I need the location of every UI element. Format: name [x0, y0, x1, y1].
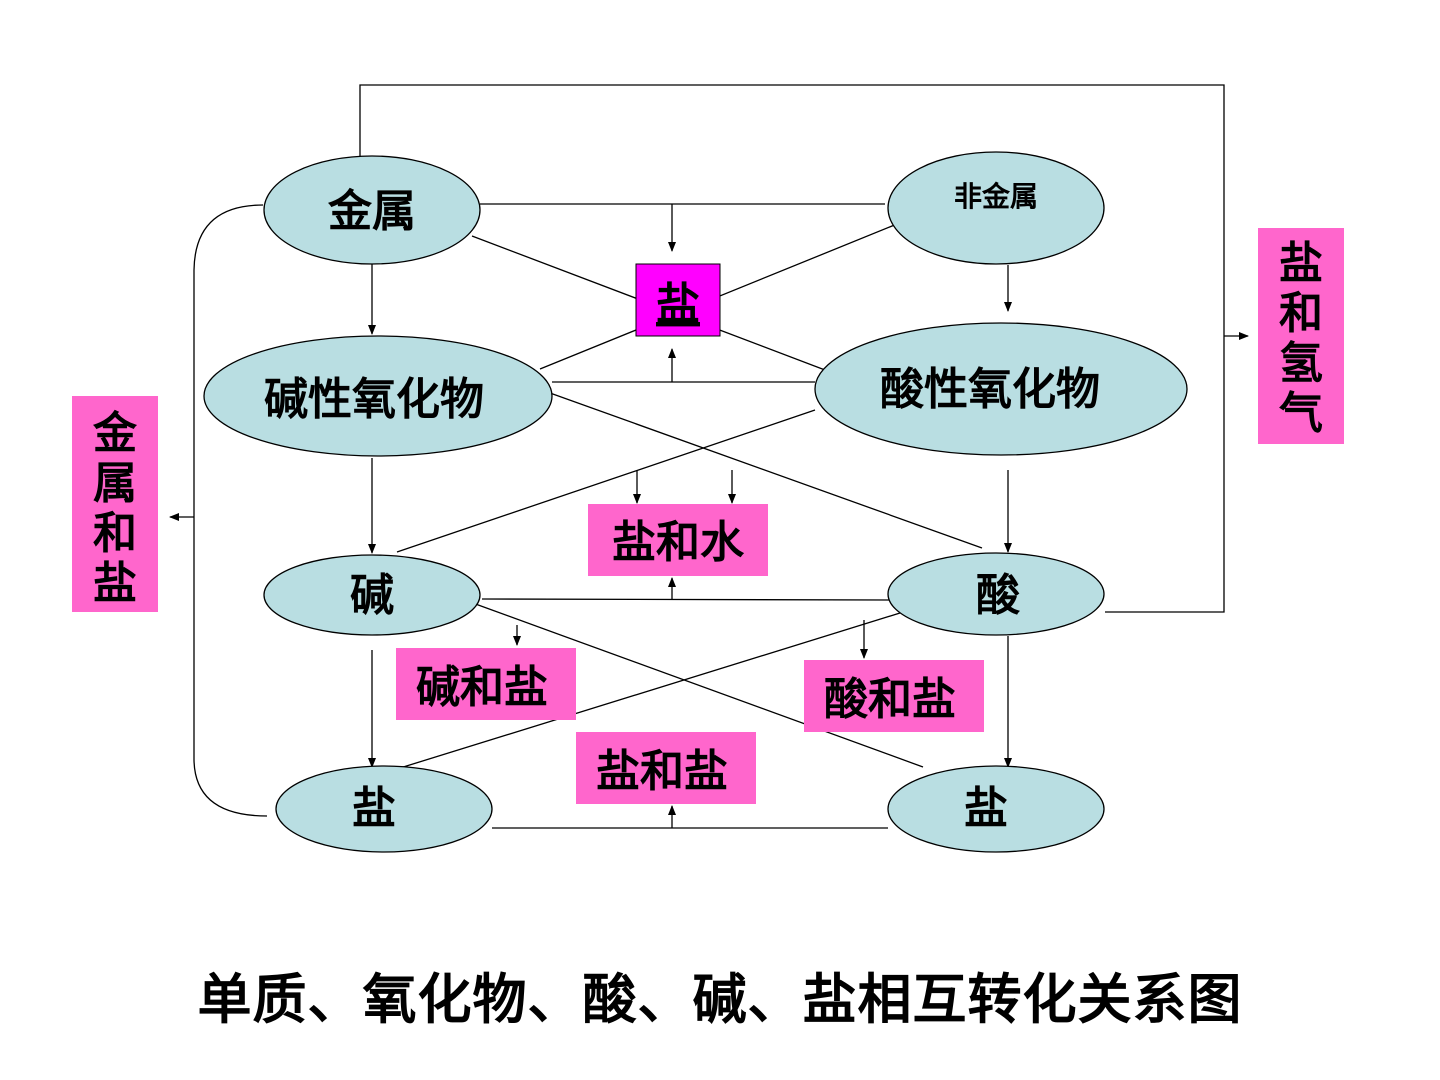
box-metal-salt: 金属和盐 [72, 396, 158, 612]
box-acid-salt-label: 酸和盐 [824, 674, 956, 725]
box-salt-hydrogen-label: 盐和氢气 [1279, 238, 1323, 439]
node-metal-label: 金属 [327, 186, 416, 237]
node-basic-oxide-label: 碱性氧化物 [264, 374, 484, 425]
box-base-salt: 碱和盐 [396, 648, 576, 720]
node-base: 碱 [263, 554, 481, 636]
box-metal-salt-label: 金属和盐 [92, 408, 138, 609]
box-salt-label: 盐 [656, 279, 700, 330]
box-salt-salt: 盐和盐 [576, 732, 756, 804]
node-metal: 金属 [263, 155, 481, 265]
box-salt-salt-label: 盐和盐 [596, 746, 728, 797]
node-salt-right-label: 盐 [964, 783, 1008, 834]
node-base-label: 碱 [350, 570, 394, 621]
node-acidic-oxide-label: 酸性氧化物 [880, 364, 1100, 415]
box-acid-salt: 酸和盐 [804, 660, 984, 732]
node-basic-oxide: 碱性氧化物 [203, 335, 553, 457]
box-salt: 盐 [635, 263, 721, 337]
acid-to-left-salt-line [399, 612, 901, 769]
node-acid-label: 酸 [976, 570, 1021, 621]
base-acid-line [481, 598, 901, 601]
box-salt-hydrogen: 盐和氢气 [1258, 228, 1344, 444]
acidic-oxide-to-base-line [396, 409, 816, 553]
base-to-right-salt-line [469, 601, 924, 768]
metal-acid-loop-line [359, 84, 1225, 613]
box-base-salt-label: 碱和盐 [416, 662, 548, 713]
basic-oxide-to-acid-line [549, 392, 983, 549]
node-acid: 酸 [887, 552, 1105, 636]
diagram-caption: 单质、氧化物、酸、碱、盐相互转化关系图 [197, 967, 1243, 1031]
node-nonmetal: 非金属 [887, 151, 1105, 265]
node-nonmetal-label: 非金属 [954, 180, 1038, 213]
box-salt-water: 盐和水 [588, 504, 768, 576]
box-salt-water-label: 盐和水 [612, 517, 745, 568]
node-salt-right: 盐 [887, 765, 1105, 853]
metal-salt-loop-line [193, 204, 268, 817]
node-acidic-oxide: 酸性氧化物 [814, 322, 1188, 456]
node-salt-left-label: 盐 [352, 783, 396, 834]
node-salt-left: 盐 [275, 765, 493, 853]
